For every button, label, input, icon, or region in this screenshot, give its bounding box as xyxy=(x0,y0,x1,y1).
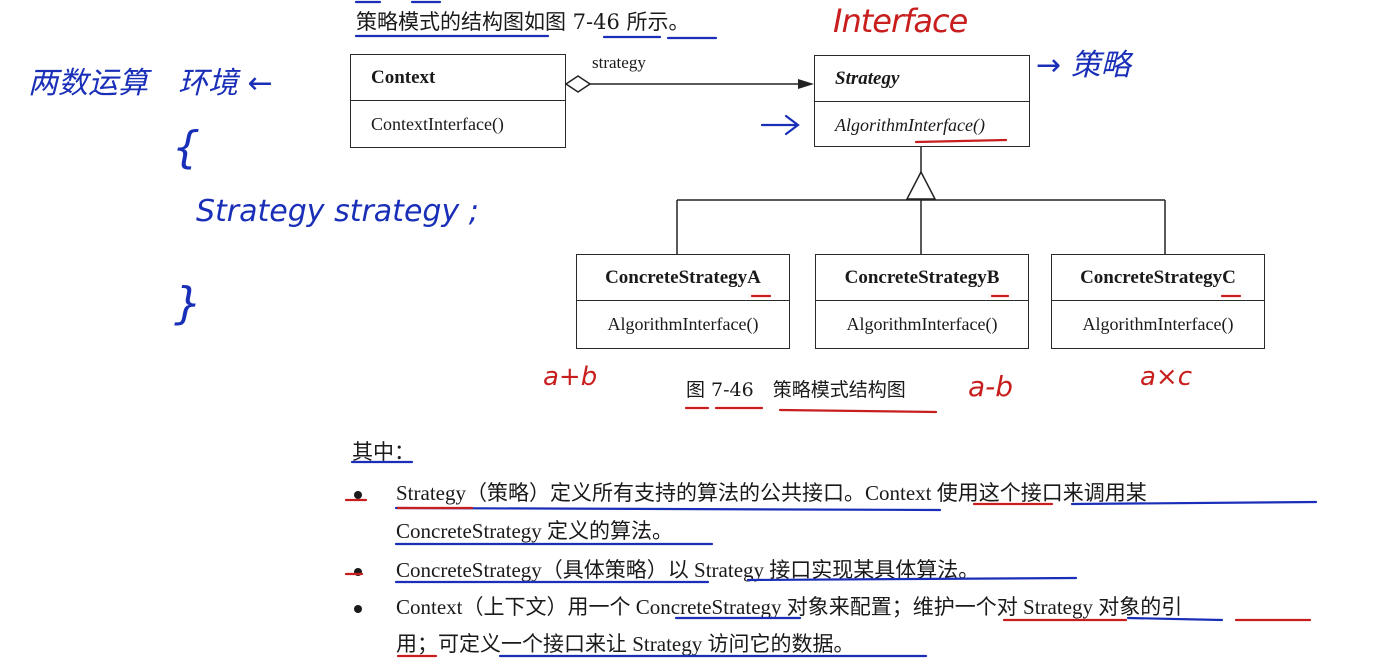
handwritten-a-times-c: a×c xyxy=(1140,362,1193,392)
pen-underline xyxy=(914,138,1008,144)
handwritten-a-plus-b: a+b xyxy=(543,362,598,392)
bullet-dot xyxy=(354,568,362,577)
association-label: strategy xyxy=(592,53,646,72)
concrete-strategy-b-box: ConcreteStrategyB AlgorithmInterface() xyxy=(815,254,1029,349)
bullet-item-concrete-strategy: ConcreteStrategy（具体策略）以 Strategy 接口实现某具体… xyxy=(352,554,979,584)
concrete-strategy-a-operation: AlgorithmInterface() xyxy=(607,313,759,334)
aggregation-diamond xyxy=(564,75,592,93)
pen-underline xyxy=(394,506,942,512)
inheritance-triangle xyxy=(905,170,937,200)
strategy-interface-operation: AlgorithmInterface() xyxy=(835,114,985,135)
pen-underline xyxy=(778,408,938,414)
handwritten-code-line: Strategy strategy ; xyxy=(196,194,479,229)
concrete-strategy-c-operation: AlgorithmInterface() xyxy=(1082,313,1234,334)
arrow-head xyxy=(798,79,814,89)
bullet-dot xyxy=(354,605,362,614)
handwritten-left-title: 两数运算 环境 ← xyxy=(28,66,273,101)
strategy-interface-box: Strategy AlgorithmInterface() xyxy=(814,55,1030,147)
concrete-strategy-a-box: ConcreteStrategyA AlgorithmInterface() xyxy=(576,254,790,349)
concrete-strategy-c-name: ConcreteStrategyC xyxy=(1052,255,1264,301)
concrete-strategy-c-box: ConcreteStrategyC AlgorithmInterface() xyxy=(1051,254,1265,349)
bullet-text: ConcreteStrategy（具体策略）以 Strategy 接口实现某具体… xyxy=(396,558,980,582)
pen-underline xyxy=(1070,500,1318,506)
pen-underline xyxy=(1126,616,1224,622)
strategy-interface-name: Strategy xyxy=(815,56,1029,102)
intro-text: 策略模式的结构图如图 7-46 所示。 xyxy=(356,10,690,34)
pen-arrow xyxy=(760,114,800,136)
bullet-continuation: ConcreteStrategy 定义的算法。 xyxy=(396,519,674,543)
bullet-item-context: Context（上下文）用一个 ConcreteStrategy 对象来配置；维… xyxy=(352,591,1182,621)
context-class-operation: ContextInterface() xyxy=(371,113,504,134)
pen-underline xyxy=(746,576,1078,582)
bullet-dot xyxy=(354,491,362,500)
bullet-item-strategy: Strategy（策略）定义所有支持的算法的公共接口。Context 使用这个接… xyxy=(352,477,1147,507)
handwritten-brace-open: { xyxy=(172,122,200,173)
concrete-strategy-a-name: ConcreteStrategyA xyxy=(577,255,789,301)
handwritten-strategy-cn: → 策略 xyxy=(1036,48,1131,83)
handwritten-brace-close: } xyxy=(174,278,202,329)
handwritten-a-minus-b: a-b xyxy=(968,370,1014,403)
figure-caption: 图 7-46 策略模式结构图 xyxy=(686,379,906,401)
qizhong-label: 其中： xyxy=(352,440,415,464)
concrete-strategy-b-operation: AlgorithmInterface() xyxy=(846,313,998,334)
bullet-text: Context（上下文）用一个 ConcreteStrategy 对象来配置；维… xyxy=(396,595,1183,619)
concrete-strategy-b-name: ConcreteStrategyB xyxy=(816,255,1028,301)
context-class-name: Context xyxy=(351,55,565,101)
bullet-text: Strategy（策略）定义所有支持的算法的公共接口。Context 使用这个接… xyxy=(396,481,1147,505)
handwritten-interface: Interface xyxy=(833,2,968,40)
bullet-continuation: 用；可定义一个接口来让 Strategy 访问它的数据。 xyxy=(396,632,855,656)
context-class-box: Context ContextInterface() xyxy=(350,54,566,148)
pen-mark xyxy=(344,498,368,576)
